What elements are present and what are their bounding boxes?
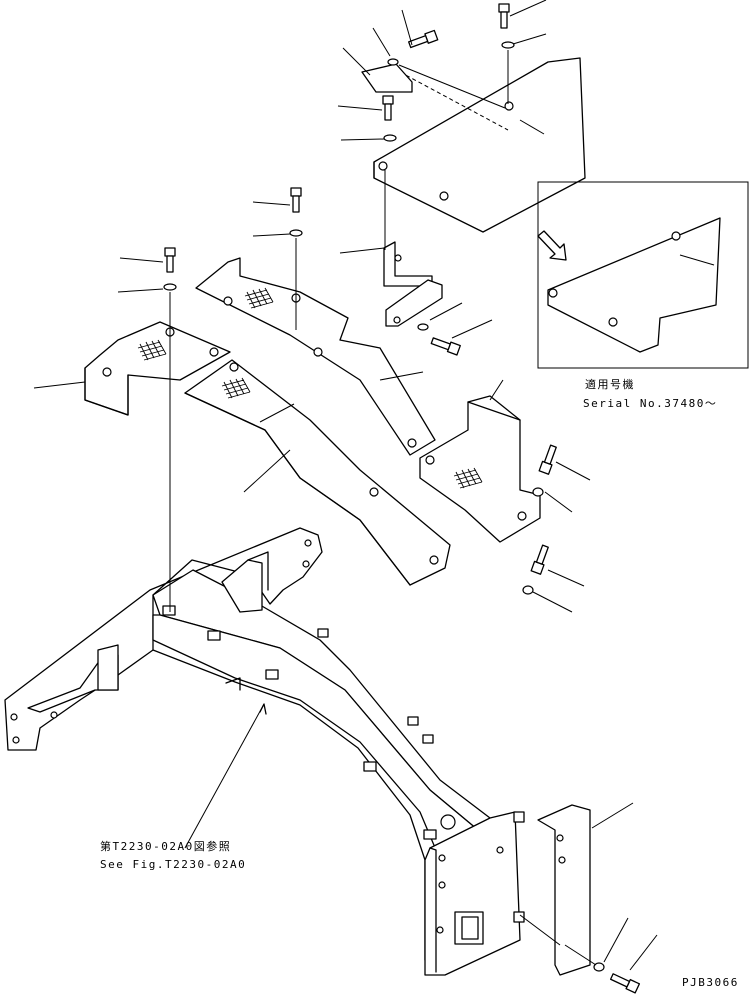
figure-code-label: PJB3066 (682, 976, 739, 989)
washer-icon (163, 41, 605, 972)
leader-lines (33, 0, 715, 971)
applicable-serial-jp-label: 適用号機 (585, 377, 635, 391)
reference-jp-label: 第T2230-02A0図参照 (100, 839, 231, 853)
long-walkway-cover (184, 257, 451, 586)
upper-triangle-plate (373, 57, 586, 233)
serial-variant-plate (537, 181, 749, 369)
bolt-icon (164, 3, 641, 994)
main-frame (4, 527, 525, 976)
assembly-lines (169, 50, 597, 966)
applicable-serial-en-label: Serial No.37480～ (583, 397, 717, 410)
reference-en-label: See Fig.T2230-02A0 (100, 858, 246, 871)
support-brackets (361, 63, 591, 976)
hollow-arrow-icon (537, 230, 567, 261)
right-step-cover (419, 395, 541, 543)
